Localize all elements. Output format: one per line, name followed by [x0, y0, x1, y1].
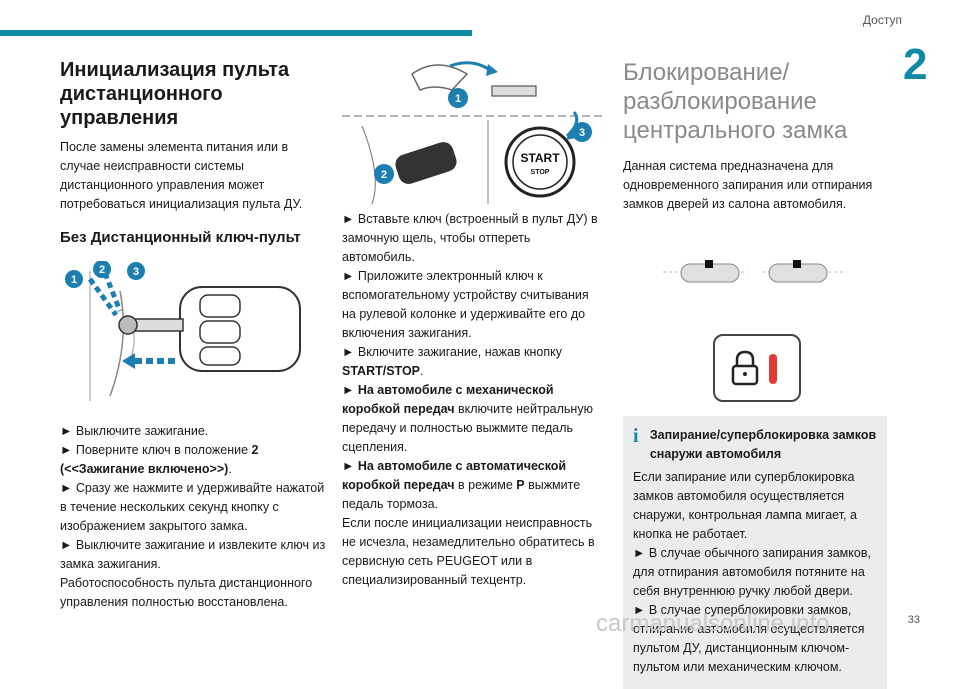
section-heading: Инициализация пульта дистанционного упра… [60, 59, 290, 129]
step-4: На автомобиле с механической коробкой пе… [342, 381, 604, 457]
subsection-heading: Без Дистанционный ключ-пульт [60, 229, 301, 246]
fig2-marker-1: 1 [455, 93, 461, 105]
step-3: Включите зажигание, нажав кнопку START/S… [342, 343, 604, 381]
step-2: Поверните ключ в положение 2 (<<Зажигани… [60, 441, 330, 479]
watermark: carmanualsonline.info [596, 610, 830, 637]
outro-text: Работоспособность пульта дистанционного … [60, 576, 313, 609]
step-1: Выключите зажигание. [60, 422, 330, 441]
step-3: Сразу же нажмите и удерживайте нажатой в… [60, 479, 330, 536]
fig1-marker-1: 1 [71, 274, 77, 286]
info-paragraph-1: Если запирание или суперблокировка замко… [633, 470, 857, 541]
section-title: Доступ [862, 13, 902, 27]
page-number: 33 [907, 614, 920, 626]
info-paragraph-2: В случае обычного запирания замков, для … [633, 544, 877, 601]
fig1-marker-2: 2 [99, 264, 105, 276]
column-3: Блокирование/ разблокирование центрально… [623, 58, 887, 689]
car-interior-icon [663, 260, 847, 283]
outro-text: Если после инициализации неисправность н… [342, 516, 595, 587]
intro-text: После замены элемента питания или в случ… [60, 140, 303, 211]
stop-label: STOP [531, 169, 550, 176]
start-stop-illustration: 1 2 START STOP 3 [342, 61, 604, 205]
step-4: Выключите зажигание и извлеките ключ из … [60, 536, 330, 574]
intro-text: Данная система предназначена для одновре… [623, 159, 873, 211]
info-icon: i [633, 425, 639, 447]
section-heading: Блокирование/ разблокирование центрально… [623, 59, 848, 144]
step-1: Вставьте ключ (встроенный в пульт ДУ) в … [342, 210, 604, 267]
step-5: На автомобиле с автоматической коробкой … [342, 457, 604, 514]
info-box: i Запирание/суперблокировка замков снару… [623, 416, 887, 689]
column-1: Инициализация пульта дистанционного упра… [60, 58, 330, 612]
fig1-marker-3: 3 [133, 266, 139, 278]
key-fob-illustration: 1 2 3 [65, 260, 301, 401]
chapter-number: 2 [903, 40, 928, 89]
column-2: Вставьте ключ (встроенный в пульт ДУ) в … [342, 210, 604, 590]
fig2-marker-2: 2 [381, 169, 387, 181]
top-accent-bar [0, 30, 472, 36]
lock-button-icon [713, 334, 801, 402]
fig2-marker-3: 3 [579, 127, 585, 139]
start-label: START [520, 151, 560, 165]
info-title: Запирание/суперблокировка замков снаружи… [649, 428, 877, 461]
step-2: Приложите электронный ключ к вспомогател… [342, 267, 604, 343]
